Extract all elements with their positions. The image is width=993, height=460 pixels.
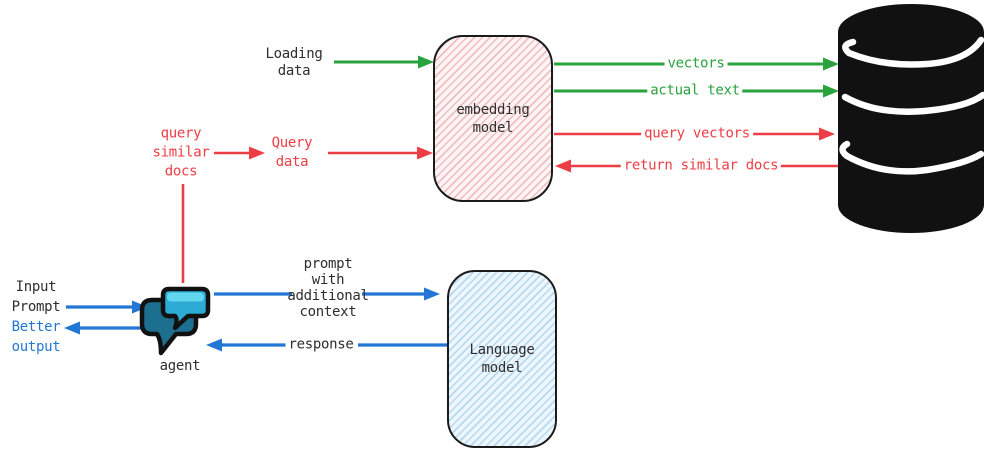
embedding-model-label: embedding model (456, 101, 530, 136)
prompt-with-context-label: prompt with additional context (287, 256, 369, 320)
response-arrow (206, 338, 447, 352)
query-data-arrow (328, 146, 433, 160)
prompt-with-context-arrow (214, 287, 440, 301)
loading-data-arrow (334, 55, 434, 69)
agent-label: agent (159, 358, 201, 374)
better-output-arrow (64, 321, 150, 335)
input-prompt-label: Input Prompt (11, 279, 61, 315)
better-output-label: Better output (11, 319, 61, 355)
return-similar-docs-label: return similar docs (620, 158, 782, 174)
response-label: response (285, 337, 357, 353)
actual-text-label: actual text (647, 83, 743, 99)
chat-bubbles-icon (139, 286, 211, 356)
loading-data-label: Loading data (265, 46, 323, 79)
input-prompt-arrow (66, 300, 148, 314)
embedding-model-node: embedding model (433, 35, 553, 202)
vectors-label: vectors (664, 56, 728, 72)
language-model-node: Language model (447, 270, 557, 448)
query-data-label: Query data (271, 135, 313, 170)
language-model-label: Language model (469, 342, 535, 376)
query-similar-docs-arrow (214, 146, 265, 160)
query-similar-docs-label: query similar docs (152, 125, 210, 180)
query-vectors-label: query vectors (641, 126, 753, 142)
database-cylinder-icon (838, 4, 987, 233)
